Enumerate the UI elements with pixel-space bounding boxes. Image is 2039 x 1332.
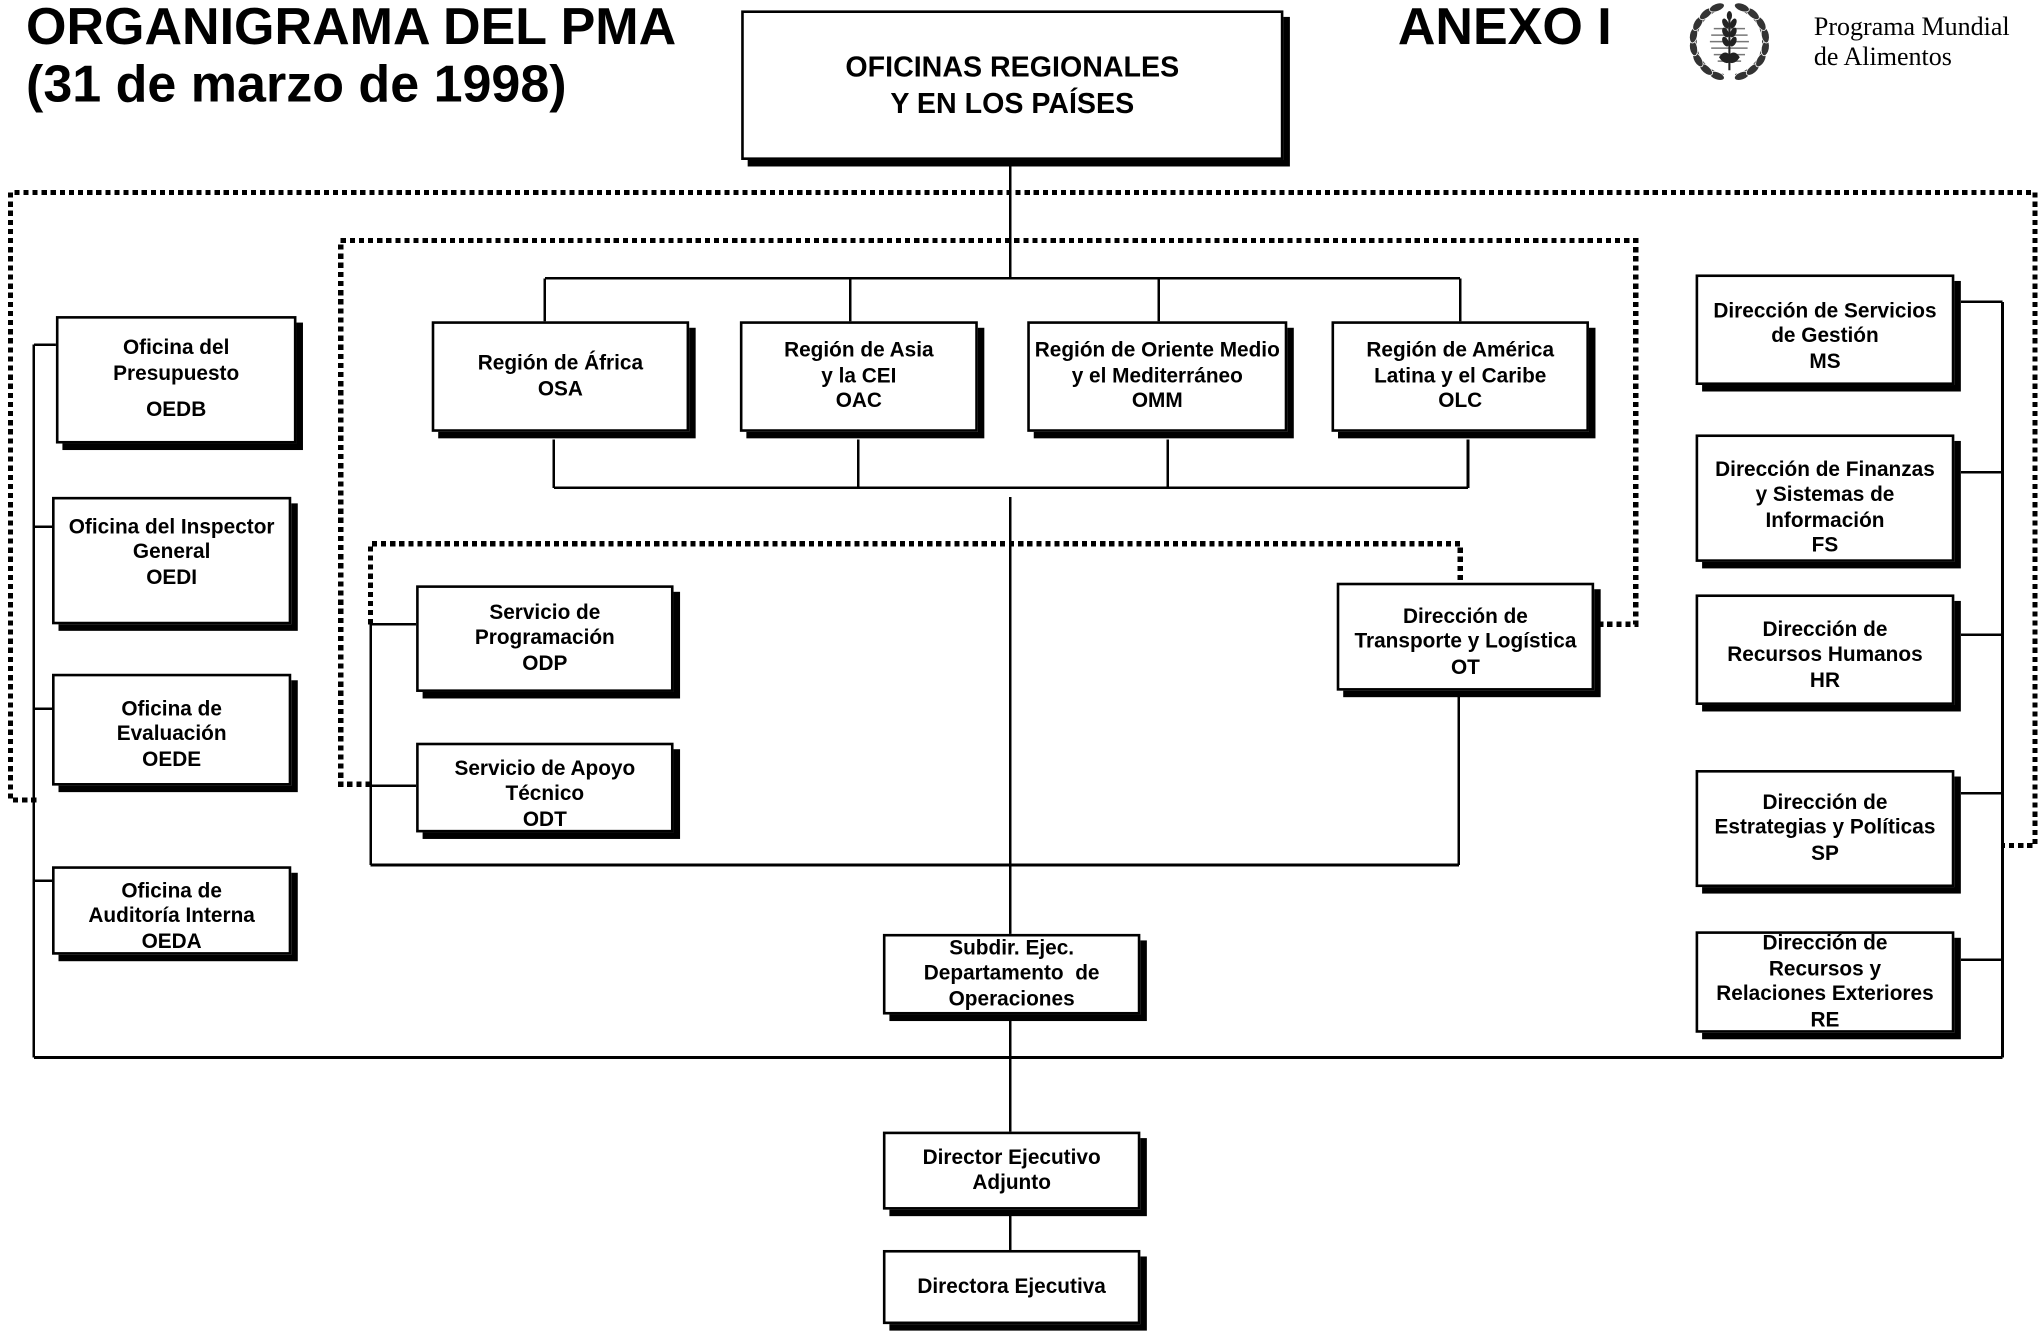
box-line: OFICINAS REGIONALES xyxy=(845,50,1180,83)
leaf xyxy=(1709,2,1725,13)
box-line: Oficina de xyxy=(121,698,222,721)
box-line: Información xyxy=(1765,509,1885,532)
box-regional-country-offices: OFICINAS REGIONALES Y EN LOS PAÍSES xyxy=(741,10,1284,160)
box-line: HR xyxy=(1809,669,1840,692)
box-division-sp: Dirección de Estrategias y Políticas SP xyxy=(1695,770,1955,888)
box-line: ODP xyxy=(522,652,568,675)
box-line: Región de América xyxy=(1366,339,1555,362)
box-line: ODT xyxy=(522,808,567,831)
box-division-ms: Dirección de Servicios de Gestión MS xyxy=(1695,274,1955,386)
box-line: Subdir. Ejec. xyxy=(949,937,1075,960)
box-line: y Sistemas de xyxy=(1755,483,1895,506)
box-line: MS xyxy=(1809,350,1841,373)
box-line: Relaciones Exteriores xyxy=(1716,983,1934,1006)
box-line: Adjunto xyxy=(972,1171,1051,1195)
box-line: de Gestión xyxy=(1771,325,1879,348)
box-line: Dirección de Finanzas xyxy=(1715,458,1935,481)
box-line: Dirección de xyxy=(1762,791,1888,814)
box-line: Recursos Humanos xyxy=(1727,644,1923,667)
box-line: Programación xyxy=(474,627,615,650)
box-division-fs: Dirección de Finanzas y Sistemas de Info… xyxy=(1695,434,1955,562)
box-line: OLC xyxy=(1438,390,1483,413)
box-line: OEDB xyxy=(146,399,207,422)
box-office-oede: Oficina de Evaluación OEDE xyxy=(52,673,292,786)
box-line: OSA xyxy=(537,377,583,400)
box-line: y el Mediterráneo xyxy=(1071,365,1243,388)
box-line: Servicio de xyxy=(489,601,601,625)
box-line: Región de África xyxy=(477,352,644,375)
box-line: Dirección de xyxy=(1762,932,1888,955)
chart-date: (31 de marzo de 1998) xyxy=(26,55,567,114)
box-line: Oficina del Inspector xyxy=(68,516,275,539)
box-line: Presupuesto xyxy=(113,362,240,385)
leaf xyxy=(1734,2,1750,13)
box-line: Oficina de xyxy=(121,880,222,903)
org-name-line-2: de Alimentos xyxy=(1813,42,1952,72)
box-line: General xyxy=(132,541,211,564)
box-line: Región de Asia xyxy=(784,339,934,362)
box-office-oedb: Oficina del Presupuesto OEDB xyxy=(55,316,297,444)
box-line: OT xyxy=(1450,656,1480,679)
box-line: y la CEI xyxy=(821,365,897,388)
box-line: Latina y el Caribe xyxy=(1374,365,1547,388)
box-region-omm: Región de Oriente Medio y el Mediterráne… xyxy=(1027,321,1288,432)
box-line: FS xyxy=(1811,534,1839,557)
box-office-oeda: Oficina de Auditoría Interna OEDA xyxy=(52,866,292,955)
box-division-hr: Dirección de Recursos Humanos HR xyxy=(1695,594,1955,705)
box-line: OMM xyxy=(1131,390,1183,413)
box-region-osa: Región de África OSA xyxy=(431,321,690,432)
box-line: Evaluación xyxy=(116,723,227,746)
box-office-oedi: Oficina del Inspector General OEDI xyxy=(52,496,292,625)
box-deputy-operations: Subdir. Ejec. Departamento de Operacione… xyxy=(882,933,1141,1015)
wreath-left-branch xyxy=(1689,2,1725,81)
box-deputy-executive-director: Director Ejecutivo Adjunto xyxy=(882,1131,1141,1210)
box-line: Técnico xyxy=(505,783,585,806)
box-line: Operaciones xyxy=(948,988,1075,1011)
box-line: OEDA xyxy=(141,930,202,954)
box-executive-director: Directora Ejecutiva xyxy=(882,1249,1141,1325)
box-line: OEDI xyxy=(146,566,198,589)
org-name-line-1: Programa Mundial xyxy=(1813,13,2010,42)
box-line: Región de Oriente Medio xyxy=(1034,339,1280,362)
box-line: RE xyxy=(1810,1008,1840,1031)
box-line: Servicio de Apoyo xyxy=(454,757,636,781)
box-division-re: Dirección de Recursos y Relaciones Exter… xyxy=(1695,931,1955,1033)
box-service-odp: Servicio de Programación ODP xyxy=(416,585,674,692)
box-line: Oficina del xyxy=(123,337,230,360)
box-line: Dirección de xyxy=(1762,618,1888,641)
chart-title: ORGANIGRAMA DEL PMA xyxy=(26,0,677,56)
box-line: Director Ejecutivo xyxy=(922,1146,1101,1169)
box-line: Departamento de xyxy=(923,962,1100,985)
box-region-oac: Región de Asia y la CEI OAC xyxy=(739,321,978,432)
outer-dotted-boundary xyxy=(7,189,2038,849)
box-line: Auditoría Interna xyxy=(88,905,255,928)
wheat-ear xyxy=(1718,11,1740,71)
box-line: OAC xyxy=(835,390,882,413)
box-line: SP xyxy=(1811,842,1839,865)
wfp-emblem-icon xyxy=(1689,2,1770,81)
box-line: Y EN LOS PAÍSES xyxy=(890,86,1135,120)
box-service-odt: Servicio de Apoyo Técnico ODT xyxy=(416,742,674,833)
box-region-olc: Región de América Latina y el Caribe OLC xyxy=(1331,321,1589,432)
box-line: Recursos y xyxy=(1768,957,1882,981)
box-line: Directora Ejecutiva xyxy=(917,1275,1106,1298)
annex-label: ANEXO I xyxy=(1397,0,1612,56)
wreath-right-branch xyxy=(1734,2,1770,81)
box-line: Transporte y Logística xyxy=(1354,631,1577,654)
box-line: Dirección de xyxy=(1403,605,1528,628)
inner-dotted-boundary xyxy=(338,238,1639,787)
box-line: Estrategias y Políticas xyxy=(1714,817,1936,840)
box-line: Dirección de Servicios xyxy=(1713,300,1937,323)
box-division-ot: Dirección de Transporte y Logística OT xyxy=(1336,582,1595,691)
box-line: OEDE xyxy=(142,748,202,771)
